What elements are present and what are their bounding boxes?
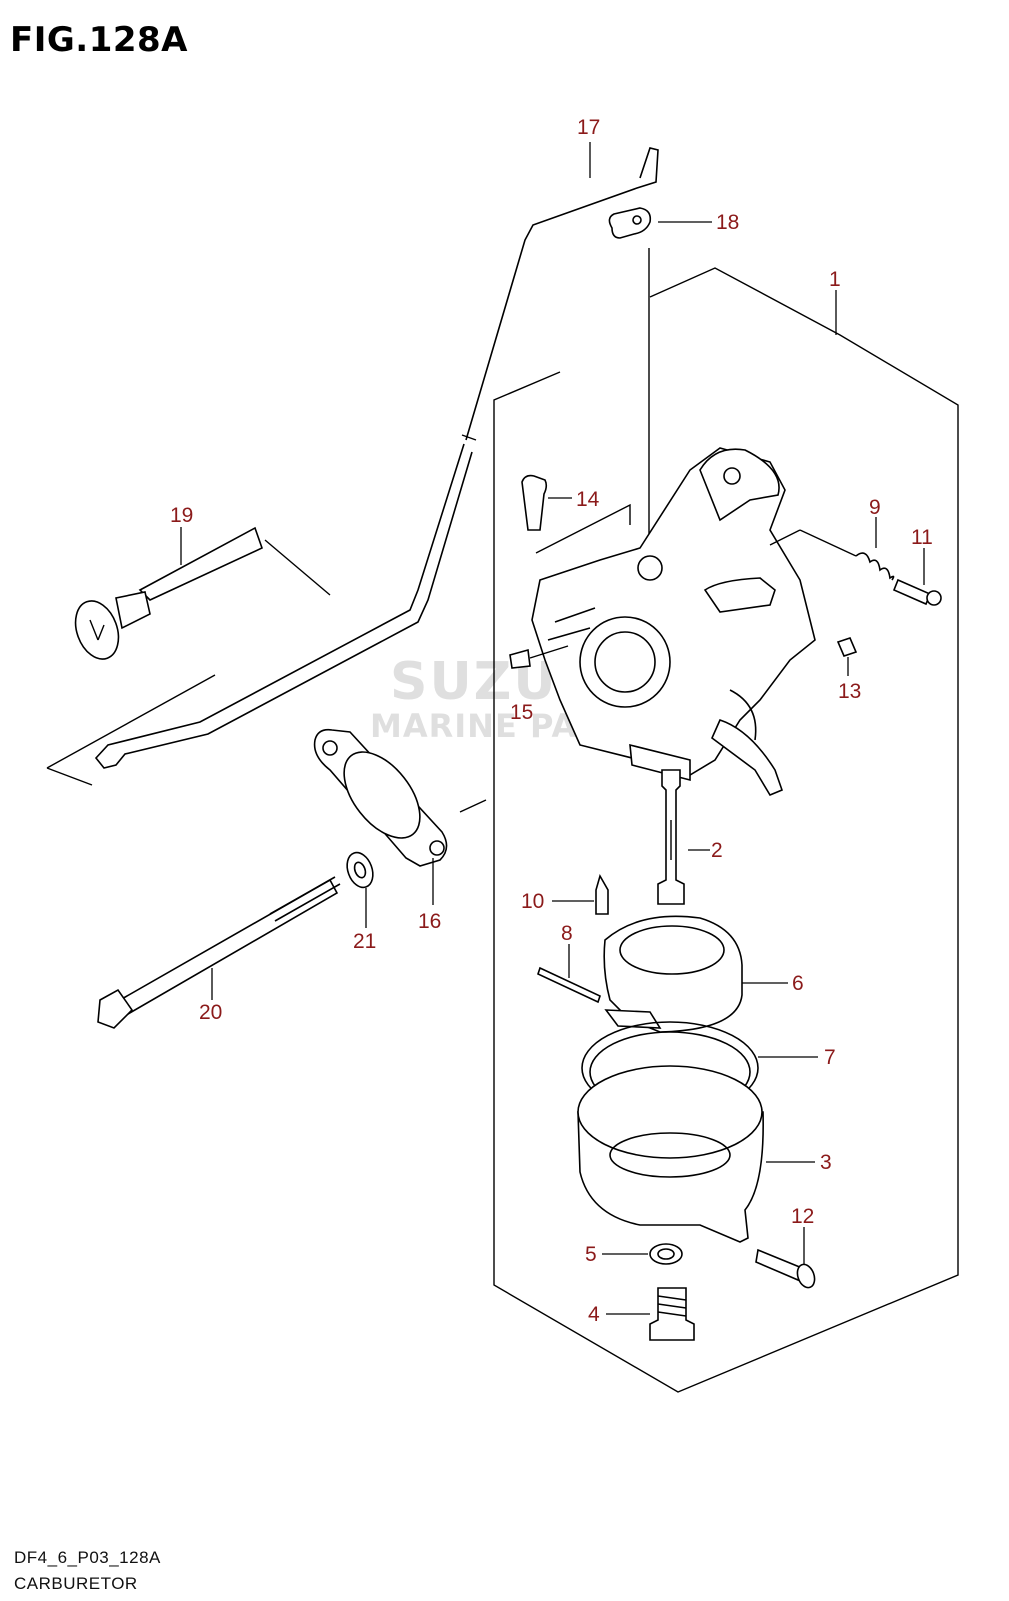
callout-6: 6 <box>792 972 804 995</box>
callout-19: 19 <box>170 504 193 527</box>
part-3-float-bowl <box>577 1065 764 1243</box>
callout-17: 17 <box>577 116 600 139</box>
callout-11: 11 <box>911 526 933 549</box>
figure-code: DF4_6_P03_128A <box>14 1548 161 1567</box>
callout-4: 4 <box>588 1303 600 1326</box>
part-4-drain-bolt <box>649 1287 695 1341</box>
callout-2: 2 <box>711 839 723 862</box>
part-6-float <box>603 915 743 1033</box>
part-17-link-rod <box>94 147 659 769</box>
callout-labels: 17 18 1 19 14 9 11 13 15 2 10 8 6 7 3 12… <box>170 116 933 1326</box>
callout-13: 13 <box>838 680 861 703</box>
part-10-float-needle <box>595 873 609 915</box>
part-12-screw <box>755 1248 816 1289</box>
callout-20: 20 <box>199 1001 222 1024</box>
callout-15: 15 <box>510 701 533 724</box>
callout-18: 18 <box>716 211 739 234</box>
figure-name: CARBURETOR <box>14 1574 138 1593</box>
callout-3: 3 <box>820 1151 832 1174</box>
part-11-screw <box>892 578 942 606</box>
part-5-washer <box>649 1243 683 1265</box>
part-21-washer <box>346 851 374 889</box>
callout-8: 8 <box>561 922 573 945</box>
part-15-screw <box>509 645 569 669</box>
callout-16: 16 <box>418 910 441 933</box>
part-19-plunger <box>46 526 331 786</box>
part-20-bolt <box>97 876 341 1029</box>
figure-title: FIG.128A <box>10 20 188 60</box>
part-14-screw <box>521 474 631 554</box>
callout-21: 21 <box>353 930 376 953</box>
callout-10: 10 <box>521 890 544 913</box>
part-1-carburetor-body <box>531 447 816 797</box>
callout-14: 14 <box>576 488 600 511</box>
part-16-gasket <box>313 728 487 867</box>
assembly-outline <box>493 267 959 1393</box>
callout-9: 9 <box>869 496 881 519</box>
callout-7: 7 <box>824 1046 836 1069</box>
callout-1: 1 <box>829 268 841 291</box>
part-8-pin <box>537 966 601 1004</box>
callout-12: 12 <box>791 1205 814 1228</box>
part-9-spring <box>769 529 895 581</box>
leader-lines <box>180 142 925 1315</box>
part-18-clip <box>608 207 652 565</box>
callout-5: 5 <box>585 1243 597 1266</box>
part-2-jet-tube <box>657 769 685 905</box>
part-13-plug <box>836 637 858 657</box>
